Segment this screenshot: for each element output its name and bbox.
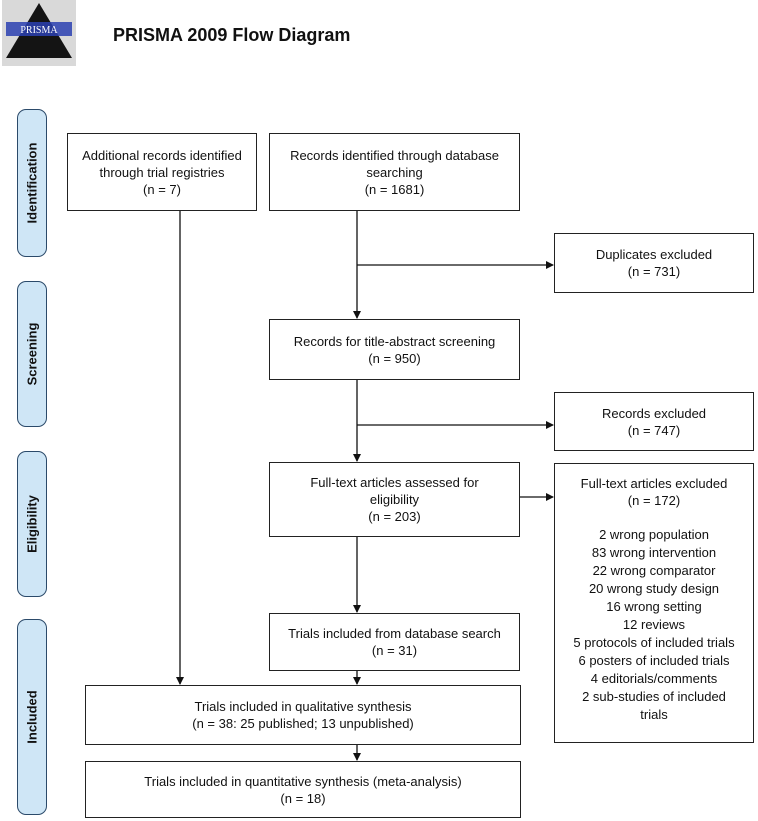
phase-identification: Identification [17, 109, 47, 257]
fulltext-excluded-label: Full-text articles excluded [580, 476, 728, 491]
phase-screening: Screening [17, 281, 47, 427]
box-duplicates-excluded: Duplicates excluded (n = 731) [554, 233, 754, 293]
exclusion-reason: 20 wrong study design [588, 581, 720, 596]
phase-eligibility: Eligibility [17, 451, 47, 597]
registries-count: (n = 7) [143, 181, 181, 197]
box-database-records: Records identified through database sear… [269, 133, 520, 211]
database-count: (n = 1681) [364, 181, 425, 197]
box-title-abstract-screening: Records for title-abstract screening (n … [269, 319, 520, 380]
quantitative-count: (n = 18) [280, 790, 326, 806]
box-trials-from-database: Trials included from database search (n … [269, 613, 520, 671]
box-records-excluded: Records excluded (n = 747) [554, 392, 754, 451]
exclusion-reason: trials [640, 707, 668, 722]
qualitative-label: Trials included in qualitative synthesis [194, 699, 412, 714]
exclusion-reason: 83 wrong intervention [591, 545, 717, 560]
registries-line-2: through trial registries [99, 164, 225, 180]
exclusion-reason: 6 posters of included trials [578, 653, 730, 668]
box-quantitative-synthesis: Trials included in quantitative synthesi… [85, 761, 521, 818]
phase-included: Included [17, 619, 47, 815]
exclusion-reason: 5 protocols of included trials [573, 635, 735, 650]
box-fulltext-assessed: Full-text articles assessed for eligibil… [269, 462, 520, 537]
duplicates-label: Duplicates excluded [595, 247, 713, 262]
screening-count: (n = 950) [368, 350, 421, 366]
exclusion-reason: 4 editorials/comments [590, 671, 718, 686]
database-line-1: Records identified through database [290, 147, 499, 163]
db-included-count: (n = 31) [371, 643, 418, 658]
exclusion-reason: 2 sub-studies of included [582, 689, 726, 704]
prisma-logo: PRISMA [2, 0, 76, 66]
diagram-title: PRISMA 2009 Flow Diagram [113, 25, 351, 45]
box-fulltext-excluded: Full-text articles excluded (n = 172) 2 … [554, 463, 754, 743]
fulltext-count: (n = 203) [368, 509, 421, 524]
fulltext-excluded-count: (n = 172) [627, 493, 681, 508]
exclusion-reason: 12 reviews [622, 617, 686, 632]
exclusion-reason: 22 wrong comparator [592, 563, 716, 578]
logo-wordmark: PRISMA [20, 25, 58, 36]
registries-line-1: Additional records identified [82, 147, 242, 163]
fulltext-line-2: eligibility [369, 492, 420, 507]
db-included-label: Trials included from database search [288, 626, 501, 641]
duplicates-count: (n = 731) [627, 264, 681, 279]
database-line-2: searching [366, 164, 423, 180]
records-excluded-label: Records excluded [601, 405, 707, 421]
box-qualitative-synthesis: Trials included in qualitative synthesis… [85, 685, 521, 745]
exclusion-reason: 16 wrong setting [606, 599, 702, 614]
box-trial-registries: Additional records identified through tr… [67, 133, 257, 211]
records-excluded-count: (n = 747) [627, 422, 681, 438]
exclusion-reason: 2 wrong population [599, 527, 709, 542]
qualitative-count: (n = 38: 25 published; 13 unpublished) [192, 716, 414, 731]
screening-label: Records for title-abstract screening [293, 333, 496, 349]
fulltext-line-1: Full-text articles assessed for [310, 475, 479, 490]
quantitative-label: Trials included in quantitative synthesi… [144, 773, 462, 789]
